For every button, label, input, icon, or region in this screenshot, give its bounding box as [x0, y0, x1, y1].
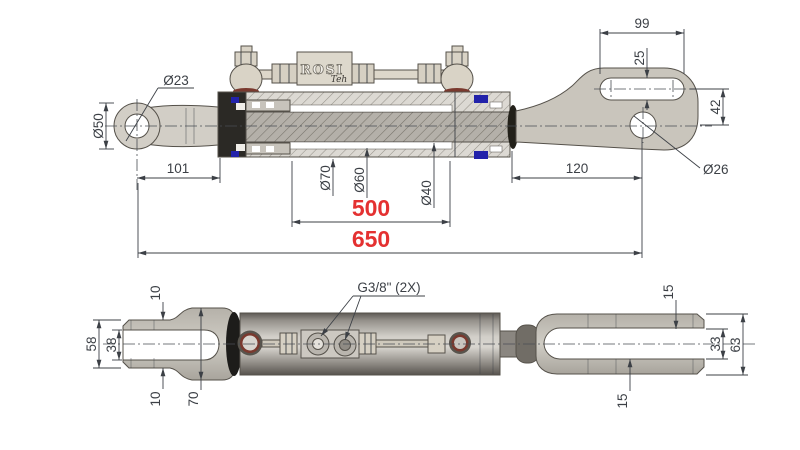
- dim-650: 650: [352, 226, 390, 252]
- dim-38: 38: [104, 337, 119, 352]
- dim-phi40: Ø40: [419, 180, 434, 206]
- brand-logo-sub: Teh: [331, 75, 347, 85]
- hose-assembly: ROSI Teh: [229, 45, 474, 99]
- brand-logo-text: ROSI: [300, 63, 344, 78]
- top-view-section: ROSI Teh: [91, 16, 729, 258]
- valve-block: ROSI Teh: [296, 51, 353, 86]
- dim-58: 58: [84, 336, 99, 351]
- seal-blue: [474, 95, 488, 103]
- piston-rod-section: [245, 111, 519, 143]
- seal-blue: [474, 151, 488, 159]
- bore-annulus: [289, 104, 453, 113]
- compression-nut: [271, 63, 298, 84]
- dim-63: 63: [728, 337, 743, 352]
- dim-15-bottom: 15: [615, 393, 630, 408]
- dim-phi23: Ø23: [163, 73, 189, 88]
- dim-phi70: Ø70: [318, 165, 333, 191]
- dim-33: 33: [708, 336, 723, 351]
- dim-99: 99: [634, 16, 649, 31]
- dim-101: 101: [167, 161, 190, 176]
- compression-nut: [417, 63, 442, 84]
- dim-15-top: 15: [661, 284, 676, 299]
- compression-nut: [351, 63, 375, 84]
- seal-blue: [231, 97, 239, 103]
- seal-blue: [231, 151, 239, 157]
- dim-25: 25: [632, 50, 647, 65]
- top-view-dimensions: Ø50 Ø23 101 Ø70 Ø60 Ø40 500 650: [91, 16, 729, 258]
- dim-70: 70: [186, 391, 201, 406]
- dim-42: 42: [708, 99, 723, 114]
- fork-slot: [122, 329, 220, 361]
- right-banjo-fitting: [440, 45, 474, 99]
- dim-500: 500: [352, 195, 390, 221]
- bore-annulus: [289, 141, 453, 150]
- port-thread-label: G3/8" (2X): [357, 280, 420, 295]
- dim-phi50: Ø50: [91, 113, 106, 139]
- cylinder-section: [217, 91, 519, 159]
- dim-10-top: 10: [148, 285, 163, 300]
- dim-phi60: Ø60: [352, 167, 367, 193]
- right-fork-plate: [515, 67, 699, 151]
- dim-120: 120: [566, 161, 589, 176]
- dim-10-bottom: 10: [148, 391, 163, 406]
- dim-phi26: Ø26: [703, 162, 729, 177]
- bottom-view-dimensions: 58 38 10 10 70 G3/8" (2X) 15 15: [84, 280, 748, 409]
- bottom-view-section: 58 38 10 10 70 G3/8" (2X) 15 15: [84, 280, 757, 409]
- left-banjo-fitting: [229, 45, 263, 99]
